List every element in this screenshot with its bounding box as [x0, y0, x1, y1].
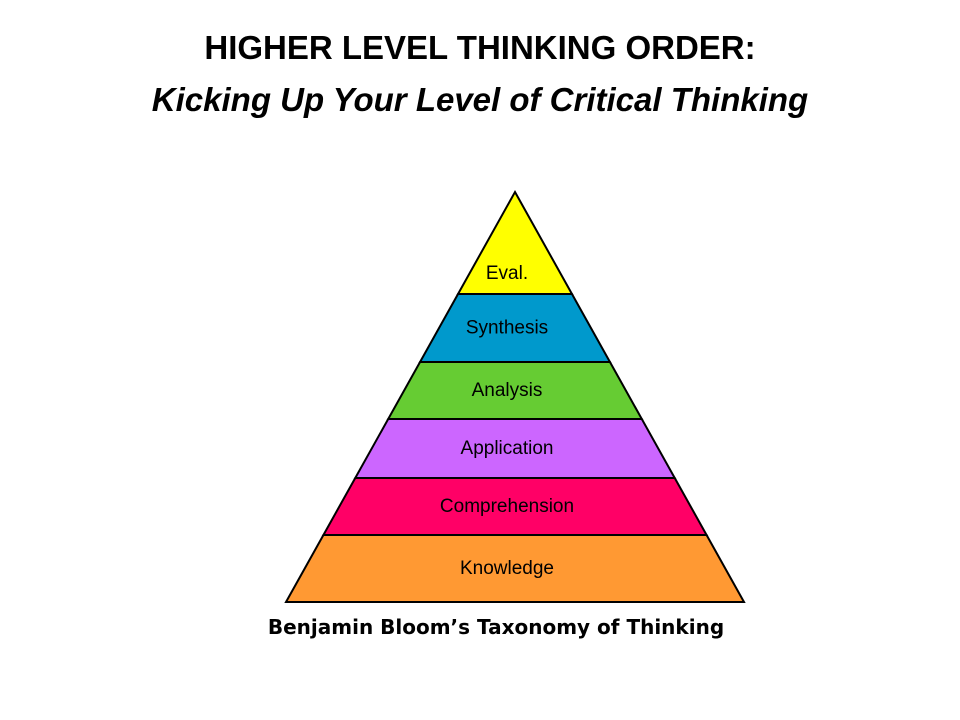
title-line-2: Kicking Up Your Level of Critical Thinki… [151, 81, 809, 118]
tier-label-synthesis: Synthesis [466, 318, 548, 339]
tier-label-knowledge: Knowledge [460, 558, 554, 579]
tier-label-application: Application [461, 438, 554, 459]
pyramid-caption: Benjamin Bloom’s Taxonomy of Thinking [267, 615, 725, 639]
tier-label-comprehension: Comprehension [440, 496, 574, 517]
tier-label-analysis: Analysis [472, 380, 543, 401]
tier-label-eval: Eval. [486, 263, 528, 284]
pyramid-tier-knowledge [284, 534, 746, 603]
title-line-1: HIGHER LEVEL THINKING ORDER: [204, 29, 756, 66]
